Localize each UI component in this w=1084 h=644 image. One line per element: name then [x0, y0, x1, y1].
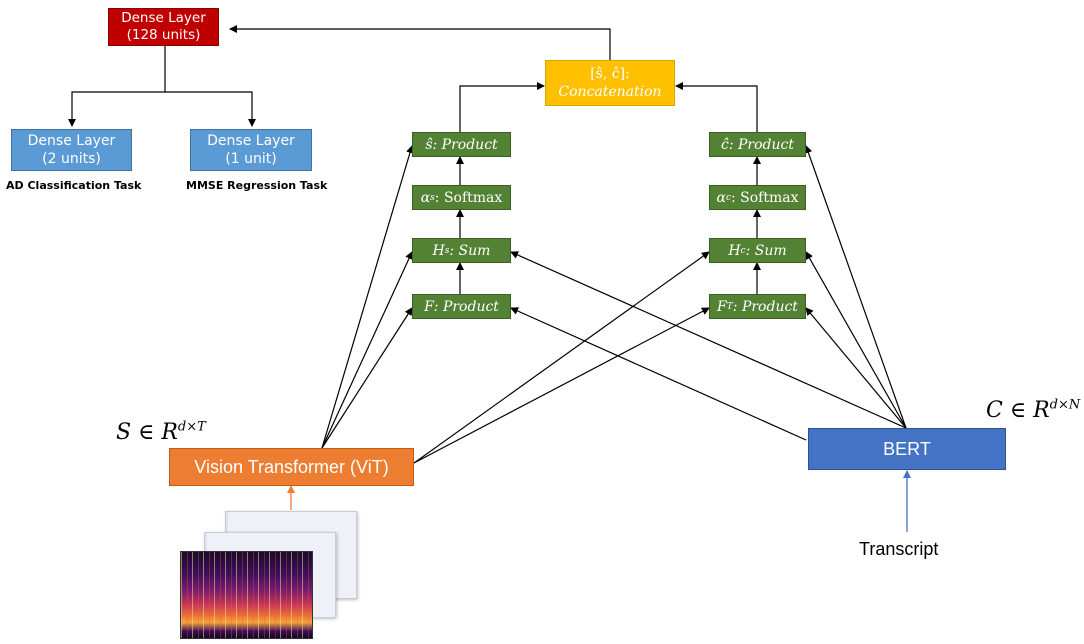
edge-bert-to-right-sum — [805, 251, 907, 429]
concatenation-node: [ŝ, ĉ]: Concatenation — [545, 60, 675, 106]
right-sum-label: : Sum — [745, 242, 787, 259]
bert-label: BERT — [883, 438, 931, 459]
edge-bert-to-right-fprod — [805, 307, 907, 429]
vision-transformer-block: Vision Transformer (ViT) — [169, 448, 414, 486]
transcript-label: Transcript — [859, 539, 939, 559]
right-sum-symbol: H — [728, 242, 741, 259]
spectrogram-input-math: S ∈ Rd×T — [116, 420, 206, 445]
dense-layer-128: Dense Layer (128 units) — [108, 8, 219, 46]
dense-layer-2: Dense Layer (2 units) — [11, 129, 132, 171]
left-product-out-symbol: ŝ — [425, 136, 433, 153]
edge-vit-to-right-fprod — [413, 307, 710, 464]
c-math-base: C ∈ R — [986, 398, 1050, 423]
dense-layer-2-line2: (2 units) — [42, 151, 101, 167]
edge-vit-to-left-sum — [321, 251, 413, 449]
edge-vit-to-right-sum — [413, 251, 710, 464]
c-math-superscript: d×N — [1049, 397, 1081, 413]
left-sum-label: : Sum — [449, 242, 491, 259]
right-product-in-label: : Product — [732, 298, 798, 315]
edge-left-out-to-concat — [459, 82, 545, 132]
right-product-out-symbol: ĉ — [721, 136, 729, 153]
dense-layer-128-line1: Dense Layer — [121, 10, 206, 26]
right-product-out-label: : Product — [728, 136, 794, 153]
s-math-superscript: d×T — [177, 419, 206, 435]
edge-vit-to-left-fprod — [321, 307, 413, 449]
right-softmax-label: : Softmax — [731, 189, 799, 206]
dense-layer-1-line1: Dense Layer — [207, 133, 295, 149]
edge-concat-to-dense — [229, 25, 611, 60]
dense-layer-1-line2: (1 unit) — [225, 151, 277, 167]
left-product-out-node: ŝ: Product — [412, 132, 511, 157]
left-softmax-label: : Softmax — [434, 189, 503, 206]
left-sum-symbol: H — [432, 242, 445, 259]
right-softmax-symbol: α — [716, 189, 726, 206]
dense-layer-128-line2: (128 units) — [126, 27, 201, 43]
transcript-input-math: C ∈ Rd×N — [986, 398, 1080, 423]
edge-bert-to-right-prod-out — [804, 145, 907, 429]
edge-vit-to-left-prod-out — [321, 145, 414, 449]
ad-classification-task-label: AD Classification Task — [6, 179, 142, 192]
edge-bert-to-left-fprod — [510, 307, 807, 441]
vision-transformer-label: Vision Transformer (ViT) — [194, 456, 389, 477]
concatenation-line2: Concatenation — [558, 84, 662, 100]
concatenation-line1: [ŝ, ĉ]: — [590, 66, 630, 82]
edge-right-out-to-concat — [675, 82, 758, 132]
left-softmax-symbol: α — [420, 189, 431, 206]
s-math-base: S ∈ R — [116, 420, 178, 445]
edge-bert-to-left-sum — [510, 251, 907, 429]
bert-block: BERT — [808, 428, 1006, 470]
edge-dense-top-to-left — [68, 46, 166, 127]
right-product-out-node: ĉ: Product — [709, 132, 806, 157]
left-product-out-label: : Product — [432, 136, 498, 153]
dense-layer-1: Dense Layer (1 unit) — [190, 129, 312, 171]
spectrogram-image — [180, 551, 313, 639]
edge-dense-top-to-right — [165, 91, 256, 127]
mmse-regression-task-label: MMSE Regression Task — [186, 179, 328, 192]
left-product-in-label: : Product — [433, 298, 499, 315]
dense-layer-2-line1: Dense Layer — [27, 133, 116, 149]
left-product-in-node: F: Product — [412, 294, 511, 319]
right-product-in-symbol: F — [717, 298, 727, 315]
left-product-in-symbol: F — [424, 298, 434, 315]
